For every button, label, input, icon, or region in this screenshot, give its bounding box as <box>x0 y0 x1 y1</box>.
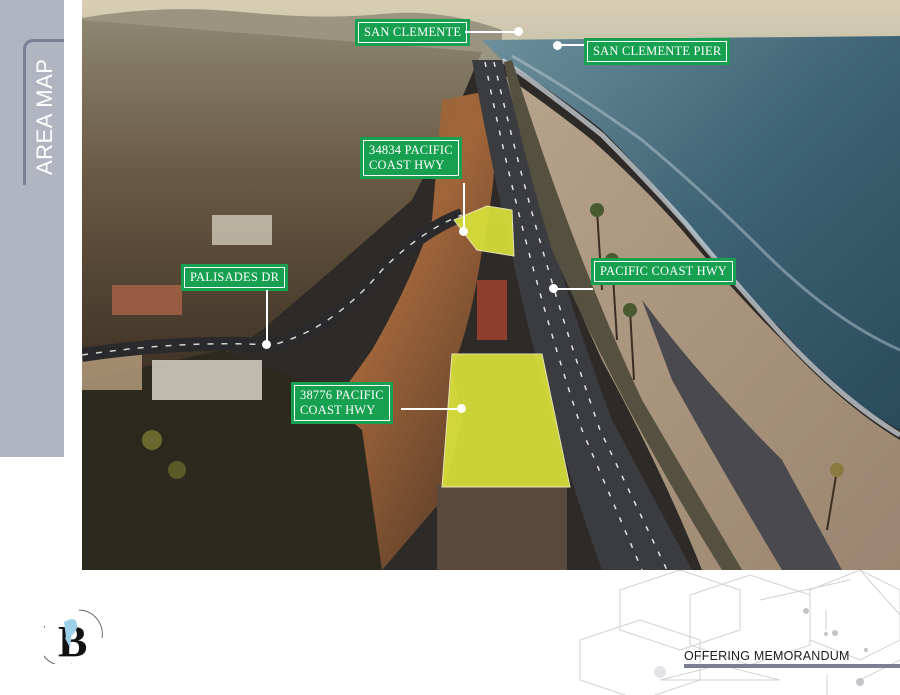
callout-line-1: 34834 PACIFIC <box>369 143 453 157</box>
location-marker-dot <box>549 284 558 293</box>
offering-memorandum-label: OFFERING MEMORANDUM <box>684 649 850 663</box>
callout-palisades-dr: PALISADES DR <box>181 264 289 291</box>
parcel-38776-highlight <box>441 353 571 488</box>
leader-line <box>266 290 268 344</box>
callout-pacific-coast-hwy: PACIFIC COAST HWY <box>591 258 737 285</box>
location-marker-dot <box>459 227 468 236</box>
leader-line <box>560 44 586 46</box>
footer-accent-bar <box>684 664 900 668</box>
page-footer: B OFFERING MEMORANDUM <box>0 570 900 695</box>
leader-line <box>556 288 593 290</box>
leader-line <box>463 183 465 231</box>
location-marker-dot <box>514 27 523 36</box>
leader-line <box>401 408 459 410</box>
callout-line-1: 38776 PACIFIC <box>300 388 384 402</box>
sidebar-bracket-accent <box>23 39 64 185</box>
b-monogram-logo: B <box>38 604 104 667</box>
callout-label: SAN CLEMENTE PIER <box>587 41 728 62</box>
parcel-34834-highlight <box>453 205 515 257</box>
hexagon-pattern-decoration <box>579 570 900 695</box>
callout-label: PACIFIC COAST HWY <box>594 261 734 282</box>
callout-line-2: COAST HWY <box>369 158 445 172</box>
callout-san-clemente-pier: SAN CLEMENTE PIER <box>584 38 731 65</box>
callout-label: 34834 PACIFIC COAST HWY <box>363 140 459 176</box>
location-marker-dot <box>457 404 466 413</box>
callout-parcel-38776: 38776 PACIFIC COAST HWY <box>291 382 393 424</box>
aerial-illustration <box>82 0 900 570</box>
section-sidebar: AREA MAP <box>0 0 64 457</box>
callout-label: 38776 PACIFIC COAST HWY <box>294 385 390 421</box>
callout-line-2: COAST HWY <box>300 403 376 417</box>
callout-parcel-34834: 34834 PACIFIC COAST HWY <box>360 137 462 179</box>
callout-label: SAN CLEMENTE <box>358 22 468 43</box>
callout-san-clemente: SAN CLEMENTE <box>355 19 471 46</box>
section-title: AREA MAP <box>32 58 57 175</box>
location-marker-dot <box>553 41 562 50</box>
location-marker-dot <box>262 340 271 349</box>
callout-label: PALISADES DR <box>184 267 286 288</box>
leader-line <box>465 31 517 33</box>
